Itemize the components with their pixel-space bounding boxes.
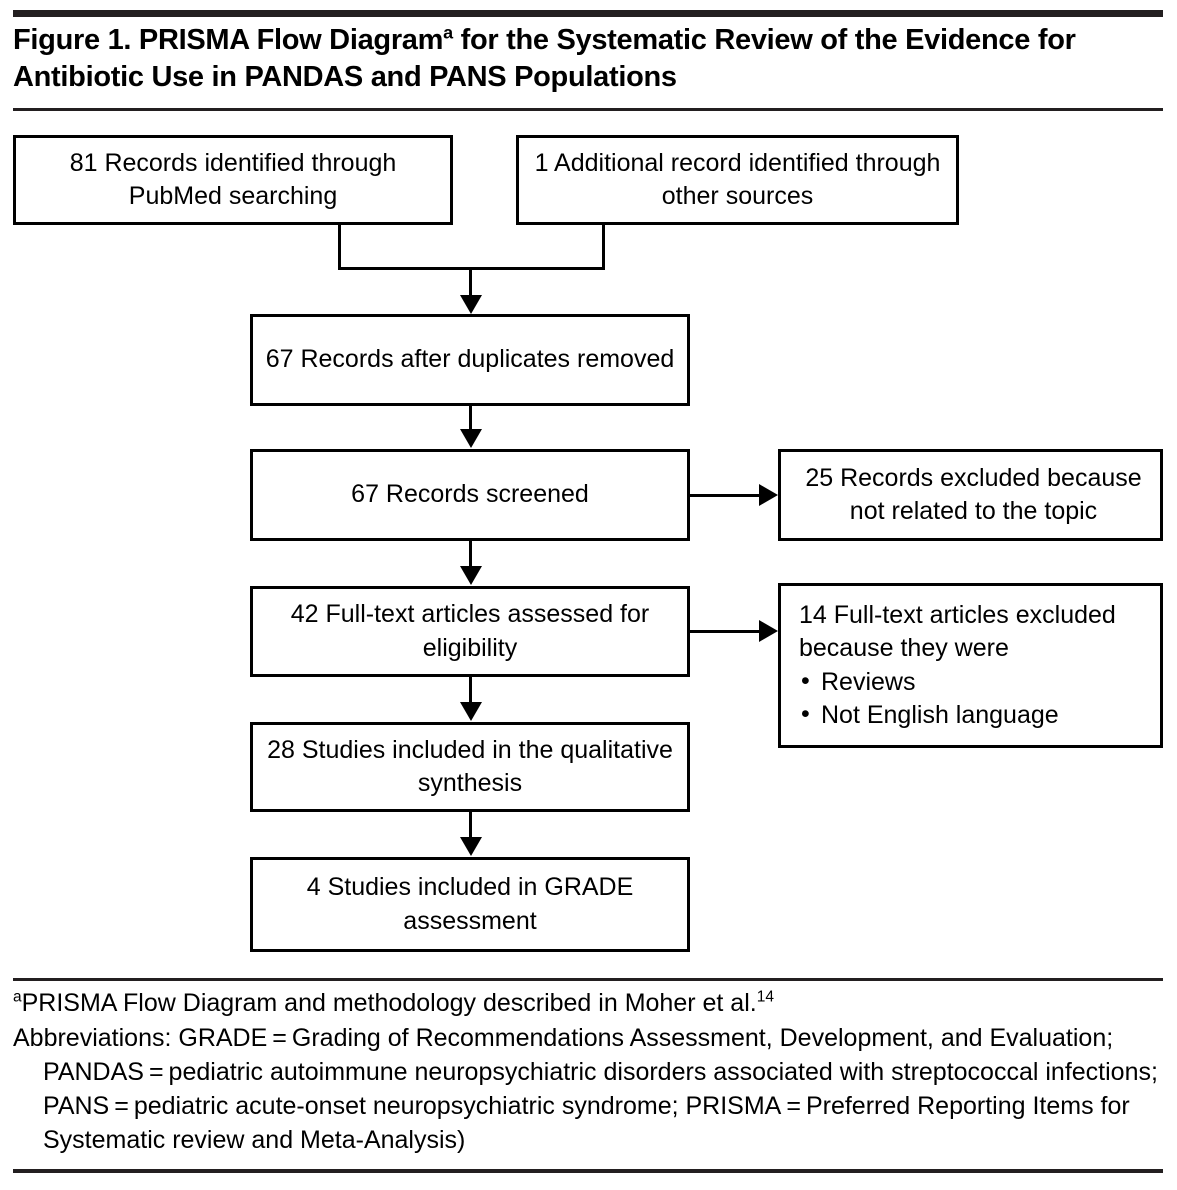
arrow-to-fulltext-excluded (759, 620, 778, 642)
connector-other-drop (602, 225, 605, 270)
figure-title-footnote-marker: a (443, 22, 453, 43)
abbreviations: Abbreviations: GRADE = Grading of Recomm… (13, 1021, 1163, 1157)
footnote-a-text: PRISMA Flow Diagram and methodology desc… (21, 989, 757, 1017)
node-grade-assessment: 4 Studies included in GRADE assessment (250, 857, 690, 952)
top-rule (13, 10, 1163, 17)
node-records-other-label: 1 Additional record identified through o… (534, 148, 941, 210)
footnotes: aPRISMA Flow Diagram and methodology des… (13, 986, 1163, 1157)
abbreviations-body: GRADE = Grading of Recommendations Asses… (43, 1024, 1158, 1154)
footnote-a-marker: a (13, 988, 22, 1006)
connector-qualitative-to-grade (469, 812, 472, 838)
node-duplicates-removed: 67 Records after duplicates removed (250, 314, 690, 406)
node-records-screened-label: 67 Records screened (351, 480, 589, 509)
node-fulltext-assessed-label: 42 Full-text articles assessed for eligi… (290, 600, 650, 662)
abbreviations-label: Abbreviations: (13, 1024, 179, 1052)
footnote-a: aPRISMA Flow Diagram and methodology des… (13, 986, 1163, 1020)
bottom-rule (13, 1169, 1163, 1173)
node-fulltext-excluded-heading: 14 Full-text articles excluded because t… (799, 601, 1116, 663)
node-qualitative-synthesis-label: 28 Studies included in the qualitative s… (267, 735, 673, 797)
arrow-to-records-screened (460, 429, 482, 448)
footnote-a-reference: 14 (756, 988, 774, 1006)
node-fulltext-excluded: 14 Full-text articles excluded because t… (778, 583, 1163, 748)
node-records-screened: 67 Records screened (250, 449, 690, 541)
arrow-to-records-excluded (759, 484, 778, 506)
fulltext-excluded-reason-list: Reviews Not English language (799, 664, 1148, 733)
figure-title: Figure 1. PRISMA Flow Diagrama for the S… (13, 22, 1123, 96)
fulltext-excluded-reason-item: Reviews (799, 664, 1148, 699)
connector-screened-to-excluded (690, 494, 762, 497)
node-records-excluded: 25 Records excluded because not related … (778, 449, 1163, 541)
arrow-to-fulltext-assessed (460, 566, 482, 585)
fulltext-excluded-reason-item: Not English language (799, 698, 1148, 732)
arrow-to-qualitative-synthesis (460, 702, 482, 721)
node-fulltext-assessed: 42 Full-text articles assessed for eligi… (250, 586, 690, 677)
connector-pubmed-drop (338, 225, 341, 270)
connector-fulltext-to-qualitative (469, 677, 472, 703)
node-records-pubmed-label: 81 Records identified through PubMed sea… (69, 148, 397, 210)
node-records-excluded-label: 25 Records excluded because not related … (805, 463, 1142, 525)
footnote-rule (13, 978, 1163, 981)
connector-screened-to-fulltext (469, 541, 472, 567)
arrow-to-grade-assessment (460, 837, 482, 856)
figure-title-prefix: Figure 1. PRISMA Flow Diagram (13, 24, 444, 56)
node-duplicates-removed-label: 67 Records after duplicates removed (265, 345, 675, 374)
title-rule (13, 108, 1163, 111)
connector-merge-stem (469, 267, 472, 297)
arrow-to-duplicates-removed (460, 295, 482, 314)
connector-duplicates-to-screened (469, 406, 472, 430)
connector-fulltext-to-excluded (690, 630, 762, 633)
figure-title-suffix: for the Systematic Review of the Evidenc… (13, 24, 1076, 94)
node-grade-assessment-label: 4 Studies included in GRADE assessment (306, 873, 634, 935)
node-records-other: 1 Additional record identified through o… (516, 135, 959, 225)
node-qualitative-synthesis: 28 Studies included in the qualitative s… (250, 722, 690, 812)
node-records-pubmed: 81 Records identified through PubMed sea… (13, 135, 453, 225)
